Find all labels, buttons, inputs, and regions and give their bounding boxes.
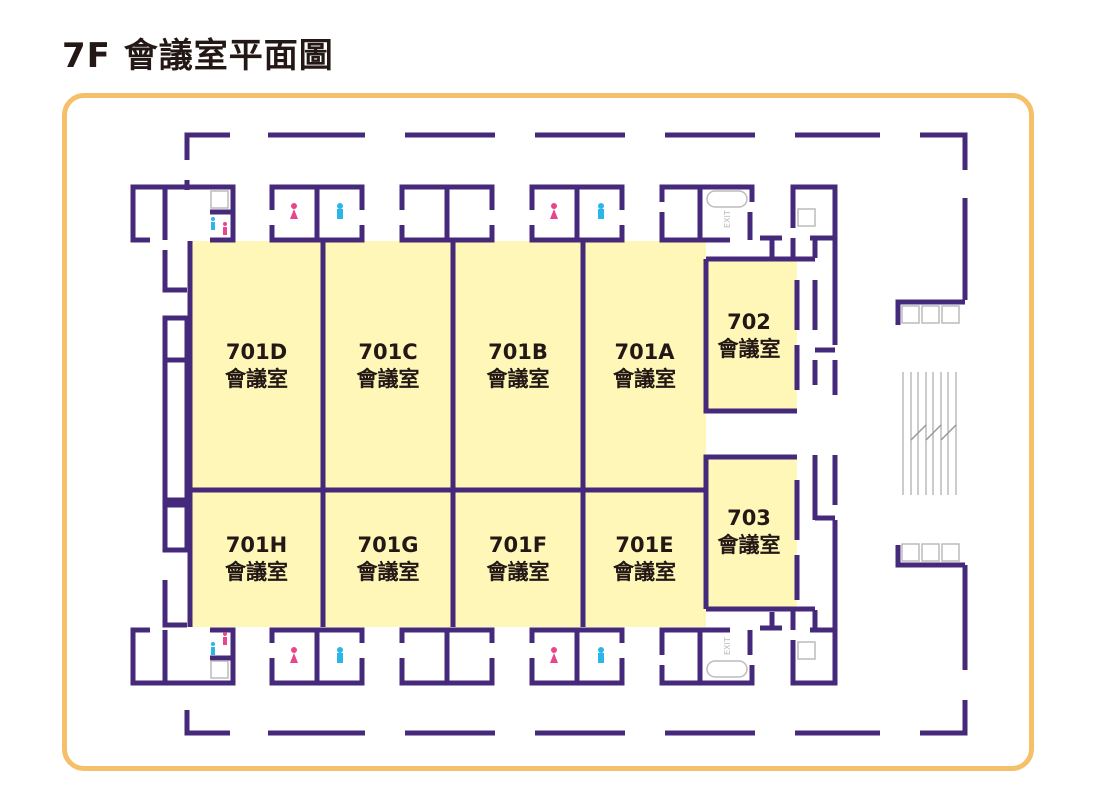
page-title: 7F 會議室平面圖 bbox=[62, 36, 334, 76]
room-id: 701E bbox=[615, 532, 674, 557]
exit-label-bottom: EXIT bbox=[723, 637, 732, 655]
room-label: 會議室 bbox=[717, 337, 781, 361]
room-label: 會議室 bbox=[717, 533, 781, 557]
walls bbox=[130, 132, 968, 736]
room-label: 會議室 bbox=[225, 559, 288, 584]
male-restroom-icon bbox=[211, 203, 604, 663]
room-label: 會議室 bbox=[486, 366, 550, 391]
room-702-fill bbox=[706, 261, 797, 411]
room-id: 701D bbox=[225, 339, 288, 364]
room-label: 會議室 bbox=[613, 559, 676, 584]
room-label: 會議室 bbox=[613, 366, 676, 391]
room-id: 701H bbox=[225, 532, 288, 557]
female-restroom-icon bbox=[223, 203, 558, 663]
room-id: 701C bbox=[358, 339, 418, 364]
room-id: 701F bbox=[488, 532, 548, 557]
map-frame bbox=[62, 93, 1034, 771]
room-703-fill bbox=[706, 457, 797, 607]
room-702[interactable]: 702 會議室 bbox=[706, 261, 792, 411]
room-label: 會議室 bbox=[356, 366, 420, 391]
room-id: 702 bbox=[727, 310, 771, 334]
room-id: 703 bbox=[727, 506, 771, 530]
escalator-icon bbox=[901, 305, 960, 562]
room-id: 701G bbox=[357, 532, 419, 557]
restroom-icons bbox=[211, 203, 604, 663]
room-id: 701A bbox=[614, 339, 675, 364]
room-label: 會議室 bbox=[356, 559, 420, 584]
conference-area bbox=[190, 241, 706, 627]
room-label: 會議室 bbox=[225, 366, 288, 391]
exit-label-top: EXIT bbox=[723, 210, 732, 228]
room-703[interactable]: 703 會議室 bbox=[706, 457, 792, 607]
room-id: 701B bbox=[488, 339, 548, 364]
room-label: 會議室 bbox=[486, 559, 550, 584]
accessible-toilet-icon bbox=[210, 190, 816, 679]
